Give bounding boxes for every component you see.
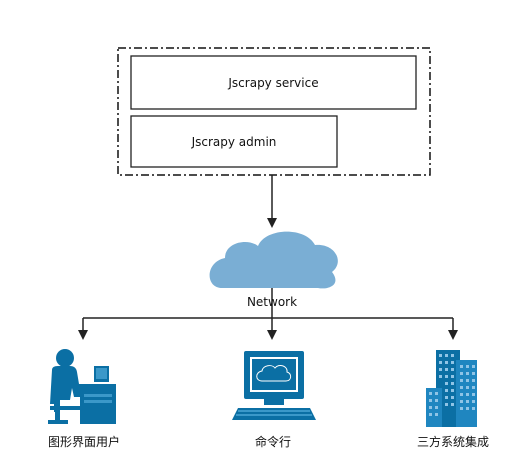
- cloud-icon: [209, 231, 338, 289]
- jscrapy-service-box: [130, 55, 417, 110]
- desktop-user-label: 图形界面用户: [47, 435, 121, 449]
- terminal-computer-icon: [232, 351, 316, 420]
- jscrapy-admin-label: Jscrapy admin: [191, 134, 277, 149]
- office-buildings-icon: [426, 350, 477, 427]
- jscrapy-service-label: Jscrapy service: [228, 75, 319, 90]
- network-label: Network: [246, 295, 298, 309]
- terminal-label: 命令行: [254, 435, 292, 449]
- desktop-user-icon: [48, 349, 116, 424]
- jscrapy-group-border: [117, 47, 431, 176]
- jscrapy-admin-box: [130, 115, 338, 168]
- buildings-label: 三方系统集成: [416, 435, 490, 449]
